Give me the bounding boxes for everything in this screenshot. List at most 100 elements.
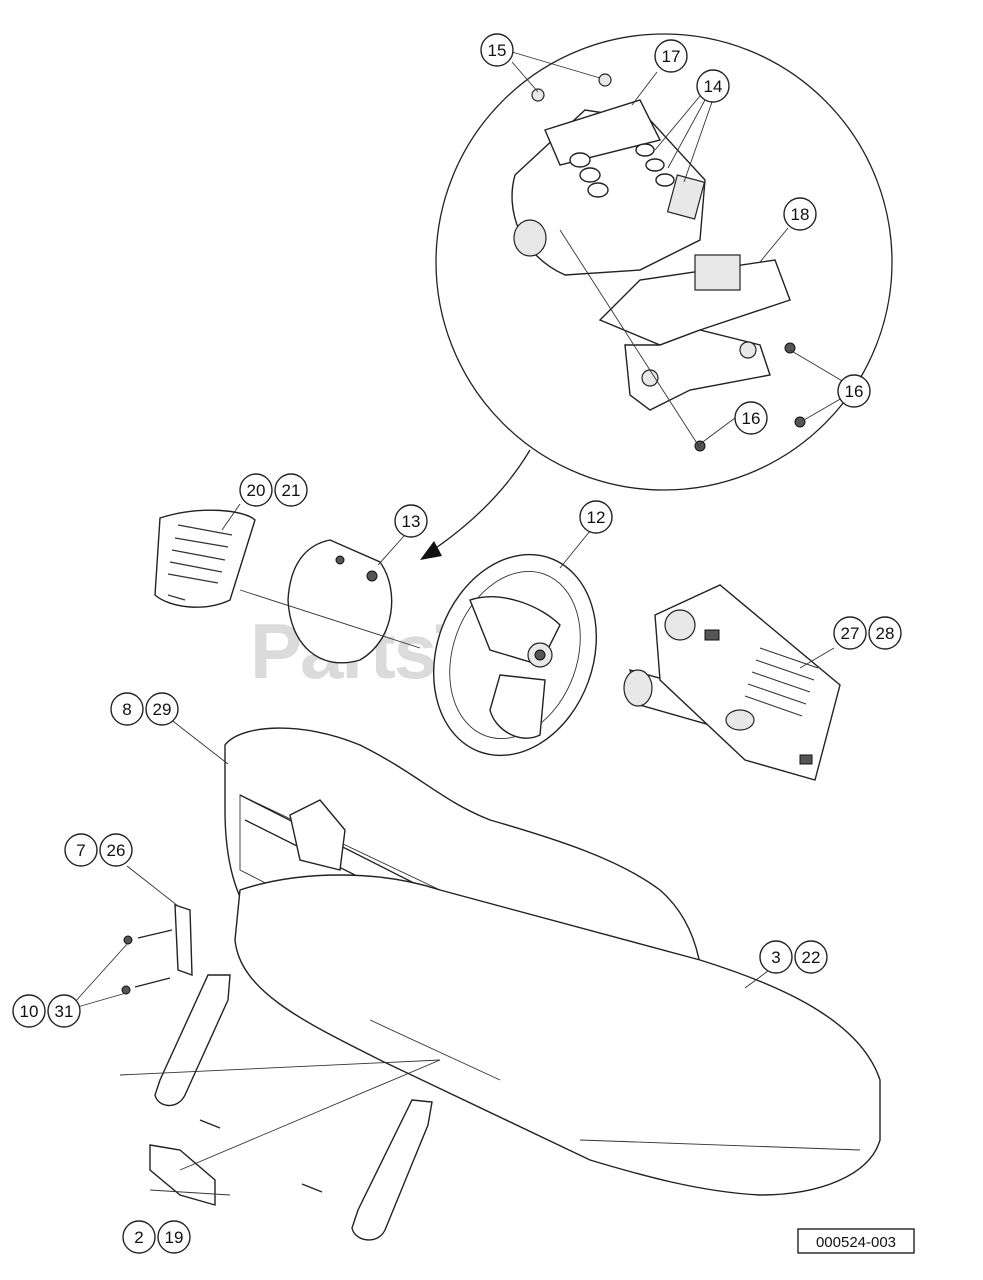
- washer: [635, 143, 655, 157]
- cap-body: [287, 539, 393, 664]
- callout-28: 28: [868, 616, 902, 650]
- support-arms: [119, 974, 441, 1241]
- bolt: [199, 1119, 221, 1129]
- reference-code-box: 000524-003: [797, 1228, 915, 1254]
- svg-text:12: 12: [587, 508, 606, 527]
- washer: [655, 173, 675, 187]
- panel-gauge: [664, 609, 696, 641]
- svg-text:15: 15: [488, 41, 507, 60]
- svg-text:8: 8: [122, 700, 131, 719]
- bolt: [137, 929, 173, 939]
- svg-text:10: 10: [20, 1002, 39, 1021]
- callout-leaders: [73, 51, 845, 1009]
- callout-22: 22: [794, 940, 828, 974]
- callout-17: 17: [654, 39, 688, 73]
- callout-29: 29: [145, 692, 179, 726]
- warning-decal: [154, 509, 421, 649]
- leader: [119, 1059, 441, 1076]
- wheel-nut: [534, 649, 546, 661]
- panel-switch: [704, 629, 720, 641]
- svg-text:19: 19: [165, 1228, 184, 1247]
- svg-text:22: 22: [802, 948, 821, 967]
- svg-text:2: 2: [134, 1228, 143, 1247]
- callout-14: 14: [696, 69, 730, 103]
- svg-text:20: 20: [247, 481, 266, 500]
- detail-arrow: [429, 449, 531, 553]
- washer: [587, 182, 609, 198]
- callout-21: 21: [274, 473, 308, 507]
- washer: [645, 158, 665, 172]
- support-arm-left: [154, 974, 231, 1107]
- callout-10: 10: [12, 994, 46, 1028]
- callout-3: 3: [759, 940, 793, 974]
- leader: [559, 229, 701, 449]
- svg-text:13: 13: [402, 512, 421, 531]
- housing-edge: [579, 1139, 861, 1151]
- svg-text:18: 18: [791, 205, 810, 224]
- column-end: [623, 669, 653, 707]
- panel-indicator: [799, 754, 813, 765]
- callout-7: 7: [64, 833, 98, 867]
- detail-arrow-head: [420, 541, 442, 560]
- callout-2: 2: [122, 1220, 156, 1254]
- callouts: 15 17 14 18 16 16 20 21 13 12 27 28 8 29…: [12, 33, 902, 1254]
- callout-18: 18: [783, 197, 817, 231]
- washer: [569, 152, 591, 168]
- bracket-hole: [739, 341, 757, 359]
- callout-13: 13: [394, 504, 428, 538]
- svg-text:16: 16: [742, 409, 761, 428]
- steering-wheel: [432, 553, 598, 757]
- svg-text:26: 26: [107, 841, 126, 860]
- housing-edge: [369, 1019, 501, 1081]
- callout-31: 31: [47, 994, 81, 1028]
- bracket-plate: [174, 904, 193, 977]
- steering-cap: [287, 539, 393, 664]
- svg-text:21: 21: [282, 481, 301, 500]
- nut: [531, 88, 545, 102]
- svg-text:14: 14: [704, 77, 723, 96]
- wheel-spoke-lower: [489, 674, 546, 739]
- callout-26: 26: [99, 833, 133, 867]
- callout-16: 16: [734, 401, 768, 435]
- cap-hole: [366, 570, 378, 582]
- nut: [123, 935, 133, 945]
- screw: [784, 342, 796, 354]
- bolt: [301, 1183, 323, 1193]
- svg-text:29: 29: [153, 700, 172, 719]
- decal-body: [154, 509, 256, 608]
- support-arm-right: [351, 1099, 433, 1241]
- callout-8: 8: [110, 692, 144, 726]
- side-bracket: [121, 904, 193, 995]
- leader: [239, 589, 421, 649]
- washer: [579, 167, 601, 183]
- reference-code: 000524-003: [816, 1234, 896, 1251]
- wheel-rim-inner: [449, 571, 581, 739]
- detail-circle: [435, 33, 893, 491]
- detail-view: [420, 33, 893, 560]
- callout-16: 16: [837, 374, 871, 408]
- callout-27: 27: [833, 616, 867, 650]
- bracket-block: [694, 254, 741, 291]
- svg-text:31: 31: [55, 1002, 74, 1021]
- svg-text:28: 28: [876, 624, 895, 643]
- svg-text:27: 27: [841, 624, 860, 643]
- nut: [598, 73, 612, 87]
- steering-column: [623, 584, 841, 781]
- callout-12: 12: [579, 500, 613, 534]
- leader: [179, 1059, 441, 1171]
- svg-text:3: 3: [771, 948, 780, 967]
- nut: [121, 985, 131, 995]
- hub-top-plate: [544, 99, 662, 166]
- callout-19: 19: [157, 1220, 191, 1254]
- callout-15: 15: [480, 33, 514, 67]
- hub-clip: [666, 174, 706, 220]
- hub-boss: [513, 219, 547, 257]
- leader: [149, 1189, 231, 1196]
- dash-clip: [289, 799, 346, 871]
- cap-hole: [335, 555, 345, 565]
- bolt: [134, 977, 171, 988]
- bracket-lower: [624, 329, 771, 411]
- svg-text:16: 16: [845, 382, 864, 401]
